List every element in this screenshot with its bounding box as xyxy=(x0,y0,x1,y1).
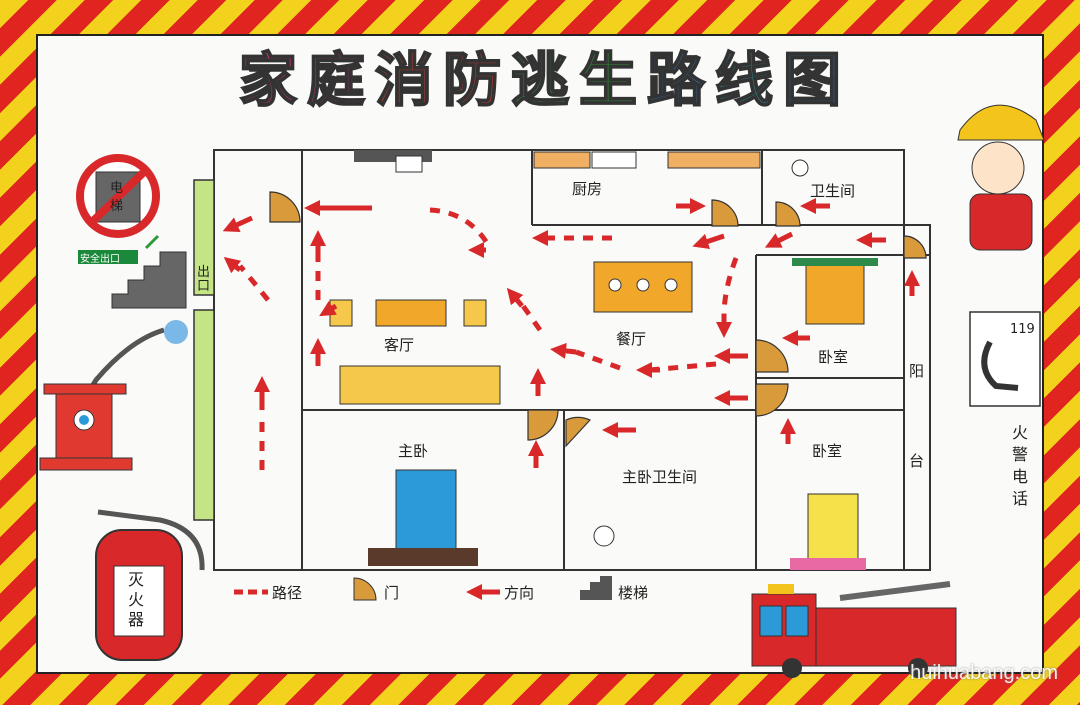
title-char: 线 xyxy=(714,45,774,115)
extinguisher-icon xyxy=(95,509,205,661)
fire-phone-label: 火警电话 xyxy=(1012,423,1029,508)
furniture xyxy=(329,150,878,570)
master-bed xyxy=(395,469,457,551)
exit-door-lower xyxy=(193,309,215,521)
title-char: 庭 xyxy=(306,45,366,115)
elevator-text: 电梯 xyxy=(110,181,124,214)
label-bedroom-b: 卧室 xyxy=(812,442,843,460)
exit-door-upper xyxy=(193,179,215,296)
label-bathroom: 卫生间 xyxy=(810,182,856,200)
bedroom-bed-a xyxy=(805,261,865,325)
extinguisher-text: 灭火器 xyxy=(128,570,145,629)
armchair-right xyxy=(463,299,487,327)
fire-truck-icon xyxy=(751,581,957,678)
firefighter-icon xyxy=(957,104,1045,251)
stove xyxy=(591,151,637,169)
title-char: 逃 xyxy=(510,45,570,115)
label-master-bedroom: 主卧 xyxy=(398,442,429,460)
legend-stairs: 楼梯 xyxy=(618,584,649,602)
safe-exit-text: 安全出口 xyxy=(80,254,120,265)
watermark: huihuabang.com xyxy=(910,662,1058,684)
title-char: 家 xyxy=(238,45,298,115)
bedroom-bed-b-base xyxy=(790,558,866,570)
label-exit: 出口 xyxy=(197,265,211,294)
legend-symbols xyxy=(234,576,612,601)
sofa xyxy=(339,365,501,405)
fire-phone-number: 119 xyxy=(1010,322,1035,337)
legend-direction: 方向 xyxy=(504,584,535,602)
master-toilet xyxy=(593,525,615,547)
kitchen-counter xyxy=(533,151,591,169)
escape-paths xyxy=(238,207,739,470)
stairs-icon xyxy=(111,251,187,309)
label-bedroom-a: 卧室 xyxy=(818,348,849,366)
title-char: 路 xyxy=(646,45,706,115)
phone-icon xyxy=(981,340,1019,391)
title-char: 图 xyxy=(782,45,842,115)
title-char: 生 xyxy=(578,45,638,115)
master-bed-base xyxy=(368,548,478,566)
label-kitchen: 厨房 xyxy=(572,180,603,198)
direction-arrows xyxy=(222,197,921,468)
legend-door: 门 xyxy=(384,584,400,602)
armchair-left xyxy=(329,299,353,327)
tv-icon xyxy=(395,155,423,173)
elevator-sign xyxy=(76,154,160,238)
kitchen-cabinet xyxy=(667,151,761,169)
hydrant-icon xyxy=(39,320,188,471)
title-char: 消 xyxy=(374,45,434,115)
label-master-bathroom: 主卧卫生间 xyxy=(622,468,698,486)
bedroom-bed-a-head xyxy=(792,258,878,266)
label-balcony: 阳台 xyxy=(909,362,925,470)
bedroom-bed-b xyxy=(807,493,859,561)
doors xyxy=(269,191,927,448)
coffee-table xyxy=(375,299,447,327)
legend-path: 路径 xyxy=(272,584,303,602)
poster-title: 家庭消防逃生路线图 xyxy=(0,40,1080,120)
label-dining-room: 餐厅 xyxy=(616,330,647,348)
title-char: 防 xyxy=(442,45,502,115)
toilet xyxy=(791,159,809,177)
safe-exit-sign xyxy=(78,250,138,264)
label-living-room: 客厅 xyxy=(384,336,415,354)
